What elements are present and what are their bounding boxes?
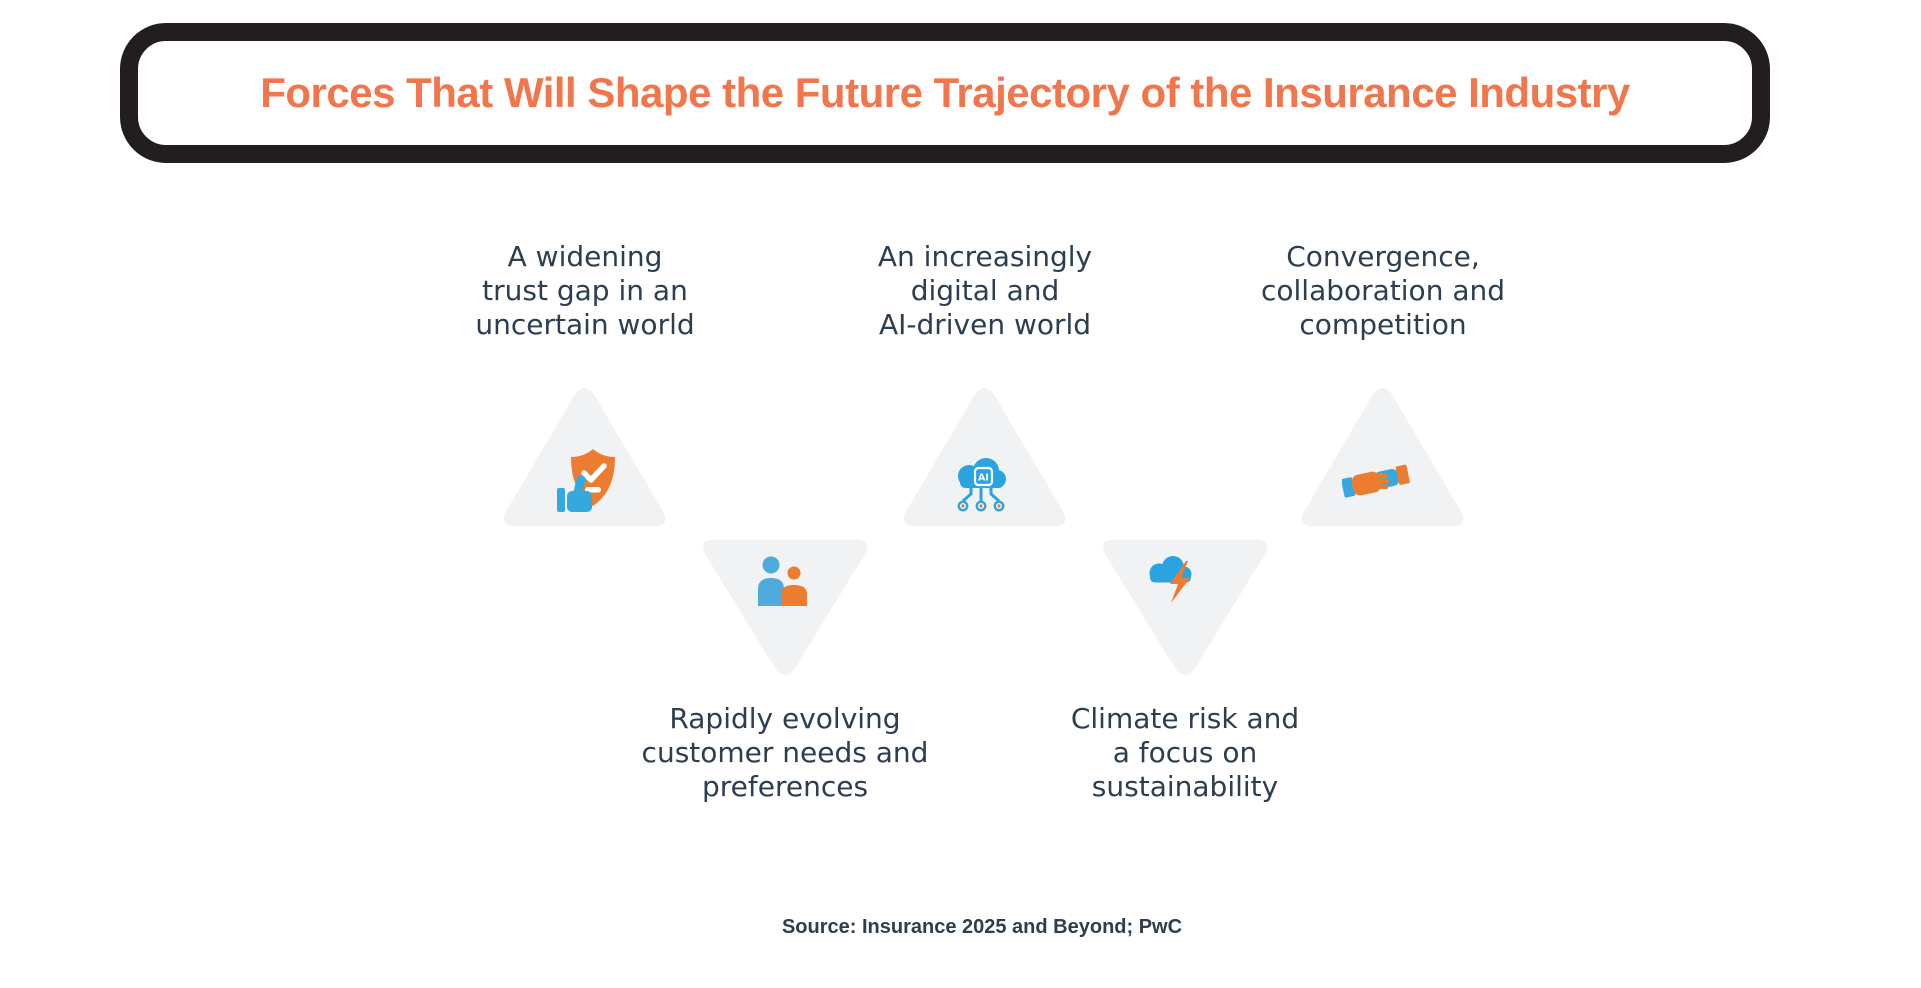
ai-cloud-network-icon: AI [957, 458, 1006, 512]
force-label-climate: Climate risk and a focus on sustainabili… [1070, 702, 1300, 803]
force-label-trust-gap: A widening trust gap in an uncertain wor… [475, 240, 695, 341]
source-note: Source: Insurance 2025 and Beyond; PwC [781, 916, 1183, 938]
force-label-digital-ai: An increasingly digital and AI-driven wo… [877, 240, 1093, 341]
triangle-up-convergence [1301, 387, 1464, 527]
force-label-convergence: Convergence, collaboration and competiti… [1260, 240, 1506, 341]
ai-chip-label: AI [978, 473, 989, 484]
triangle-up-digital-ai [903, 387, 1066, 527]
people-icon [758, 556, 807, 606]
triangle-down-customer-needs [702, 539, 868, 676]
handshake-icon [1342, 464, 1410, 498]
triangle-down-climate [1102, 539, 1268, 676]
shield-check-thumbs-up-icon [557, 449, 615, 512]
page-title: Forces That Will Shape the Future Trajec… [260, 69, 1630, 116]
force-label-customer-needs: Rapidly evolving customer needs and pref… [641, 702, 929, 803]
storm-cloud-lightning-icon [1149, 556, 1192, 603]
title-banner: Forces That Will Shape the Future Trajec… [120, 23, 1770, 163]
